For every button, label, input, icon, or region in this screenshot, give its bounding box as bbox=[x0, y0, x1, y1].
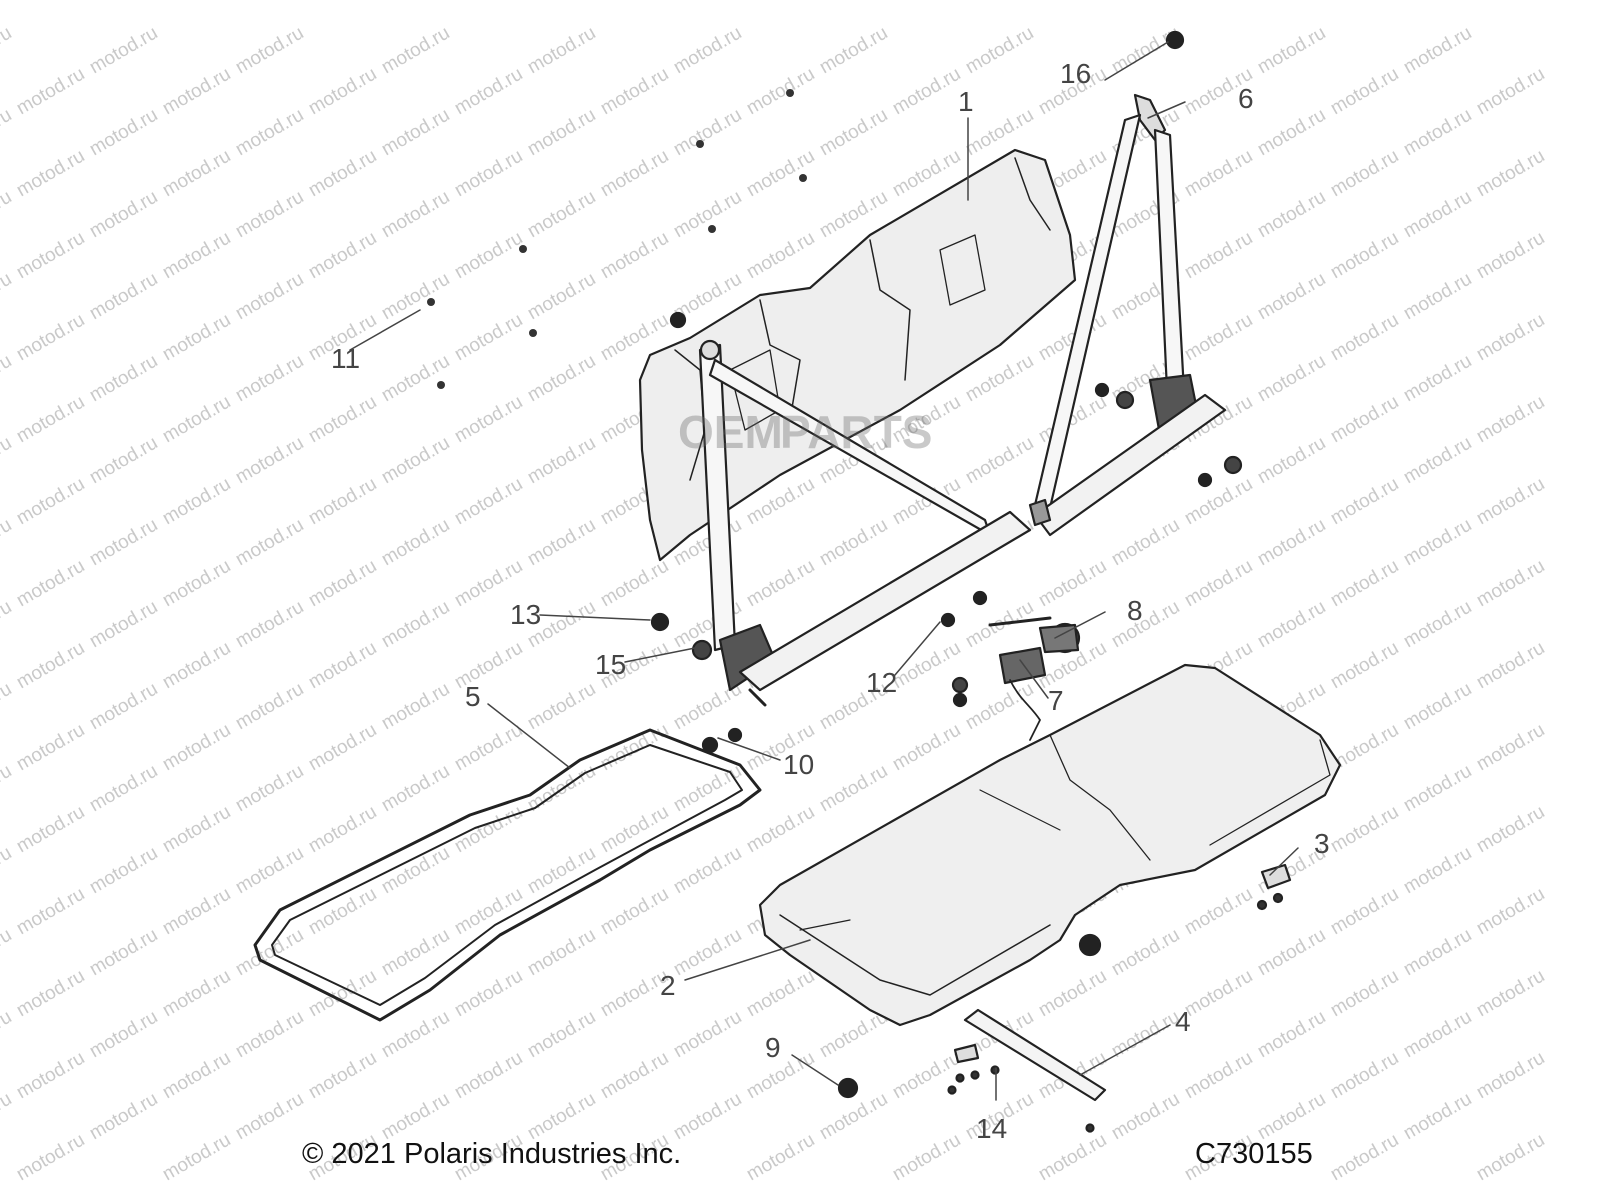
svg-text:PARTS: PARTS bbox=[780, 406, 933, 458]
clip-part-14 bbox=[947, 1043, 1095, 1133]
callout-8: 8 bbox=[1127, 595, 1143, 626]
copyright-text: © 2021 Polaris Industries Inc. bbox=[302, 1138, 682, 1170]
seat-belt-left bbox=[698, 339, 992, 707]
callout-1: 1 bbox=[958, 86, 974, 117]
diagram-code: C730155 bbox=[1195, 1138, 1313, 1170]
bracket-part-3 bbox=[1256, 863, 1292, 911]
callout-5: 5 bbox=[465, 681, 481, 712]
callout-16: 16 bbox=[1060, 58, 1092, 89]
seat-gasket bbox=[253, 728, 762, 1022]
seat-cushion bbox=[758, 663, 1342, 1027]
callout-12: 12 bbox=[866, 667, 898, 698]
callout-3: 3 bbox=[1314, 828, 1330, 859]
seat-frame-bar bbox=[738, 393, 1227, 692]
oem-bike-parts-logo: OEM PARTS bbox=[678, 406, 933, 458]
callout-15: 15 bbox=[595, 649, 627, 680]
callout-6: 6 bbox=[1238, 83, 1254, 114]
callout-10: 10 bbox=[783, 749, 815, 780]
callout-7: 7 bbox=[1048, 685, 1064, 716]
callout-11: 11 bbox=[331, 343, 361, 374]
callout-4: 4 bbox=[1175, 1006, 1191, 1037]
callout-14: 14 bbox=[976, 1113, 1008, 1144]
callout-13: 13 bbox=[510, 599, 542, 630]
callout-leader-lines bbox=[349, 41, 1299, 1101]
latch-assembly-part-8 bbox=[988, 616, 1081, 654]
callout-2: 2 bbox=[660, 970, 676, 1001]
svg-text:OEM: OEM bbox=[678, 406, 783, 458]
callout-9: 9 bbox=[765, 1032, 781, 1063]
seat-backrest bbox=[638, 148, 1077, 562]
hardware-bolts-11 bbox=[427, 89, 807, 389]
hardware-nuts bbox=[650, 30, 1243, 1099]
latch-assembly-part-7 bbox=[998, 646, 1047, 741]
bracket-plate-part-4 bbox=[963, 1008, 1107, 1102]
